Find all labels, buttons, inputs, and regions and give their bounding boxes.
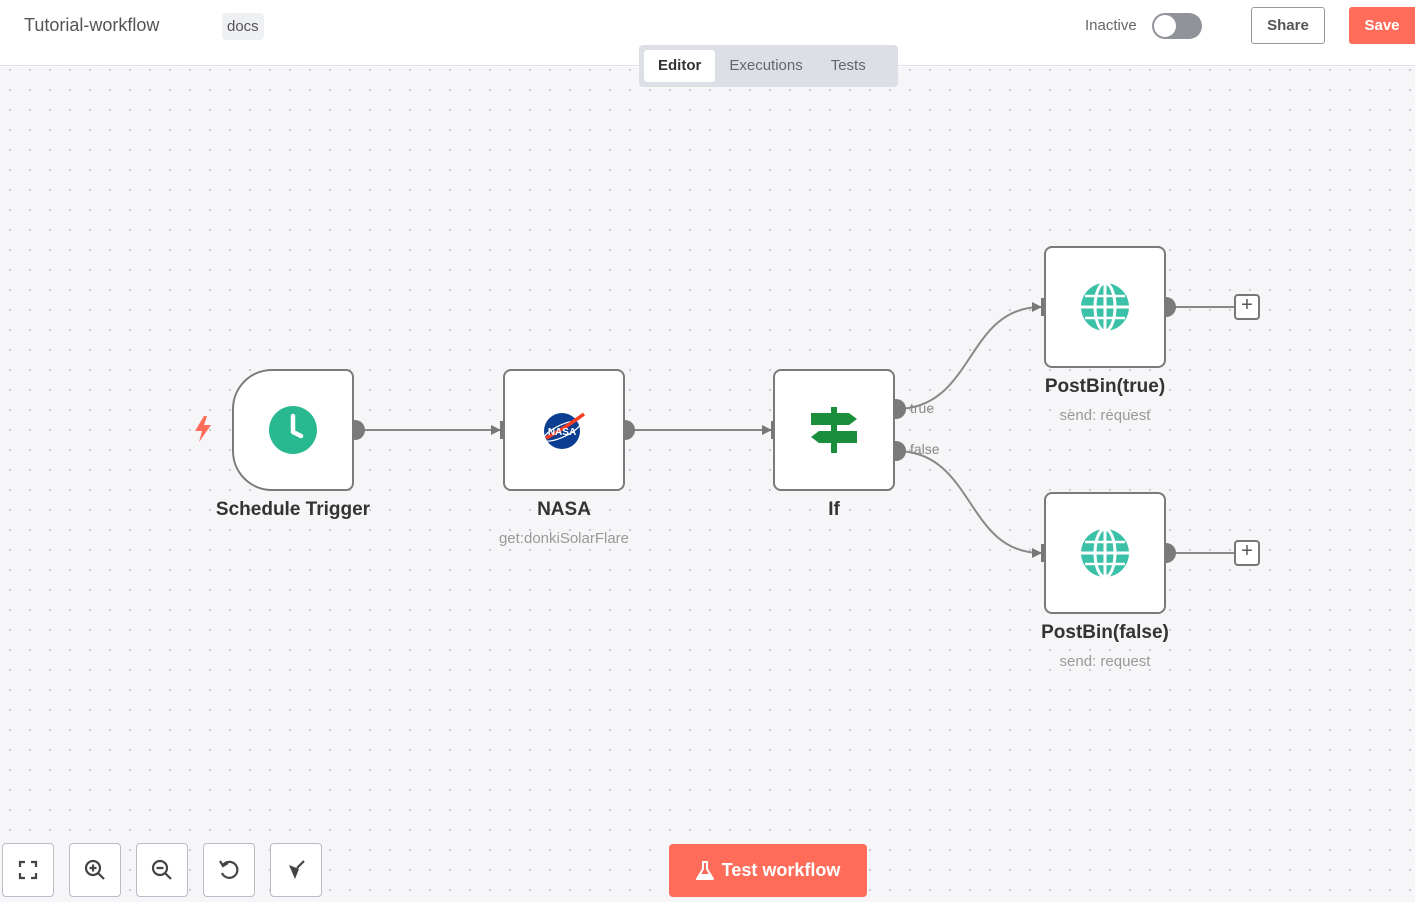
nasa-logo-icon: NASA — [543, 412, 586, 449]
zoom-out-icon — [151, 859, 172, 880]
add-node-button[interactable]: + — [1234, 540, 1260, 566]
node-icon-wrap — [1046, 494, 1164, 612]
signpost-icon — [811, 407, 857, 453]
node-label: Schedule Trigger — [215, 499, 371, 520]
node-label: If — [828, 499, 840, 520]
tidy-up-button[interactable] — [270, 843, 322, 897]
active-toggle[interactable] — [1152, 13, 1202, 39]
toggle-knob — [1154, 15, 1176, 37]
node-subtitle: send: request — [1059, 653, 1151, 670]
clock-icon — [269, 406, 317, 454]
node-schedule-trigger[interactable] — [232, 369, 354, 491]
node-subtitle: send: request — [1059, 407, 1151, 424]
globe-icon — [1081, 527, 1129, 579]
zoom-in-button[interactable] — [69, 843, 121, 897]
tidy-up-icon — [289, 860, 305, 879]
node-icon-wrap — [1046, 248, 1164, 366]
svg-text:NASA: NASA — [548, 427, 576, 438]
workflow-canvas[interactable] — [0, 67, 1415, 902]
tab-tests[interactable]: Tests — [830, 57, 866, 74]
connection-if-true[interactable] — [895, 302, 1042, 410]
fit-view-button[interactable] — [2, 843, 54, 897]
zoom-out-button[interactable] — [136, 843, 188, 897]
save-button[interactable]: Save — [1349, 7, 1415, 44]
zoom-in-icon — [84, 859, 105, 880]
tab-executions[interactable]: Executions — [729, 57, 803, 74]
lightning-bolt-icon — [195, 416, 211, 442]
connection-if-false[interactable] — [895, 450, 1042, 558]
reset-zoom-button[interactable] — [203, 843, 255, 897]
node-icon-wrap — [234, 371, 352, 489]
node-icon-wrap — [775, 371, 893, 489]
add-node-button[interactable]: + — [1234, 294, 1260, 320]
reset-zoom-icon — [219, 860, 239, 879]
node-if[interactable] — [773, 369, 895, 491]
node-postbin-true[interactable] — [1044, 246, 1166, 368]
globe-icon — [1081, 281, 1129, 333]
view-tabs: Editor Executions Tests — [639, 45, 898, 87]
branch-label-false: false — [910, 441, 940, 457]
branch-label-true: true — [910, 400, 935, 416]
node-nasa[interactable]: NASA — [503, 369, 625, 491]
test-workflow-label: Test workflow — [721, 860, 841, 880]
node-subtitle: get:donkiSolarFlare — [498, 530, 630, 547]
node-label: PostBin(false) — [1041, 622, 1169, 643]
active-status-label: Inactive — [1085, 17, 1137, 34]
node-label: NASA — [537, 499, 591, 520]
node-label: PostBin(true) — [1044, 376, 1166, 397]
workflow-title[interactable]: Tutorial-workflow — [24, 15, 160, 35]
fit-view-icon — [18, 860, 38, 880]
node-postbin-false[interactable] — [1044, 492, 1166, 614]
flask-icon — [695, 860, 714, 880]
tab-editor[interactable]: Editor — [644, 50, 716, 82]
workflow-tag[interactable]: docs — [222, 13, 264, 40]
share-button[interactable]: Share — [1251, 7, 1325, 44]
test-workflow-button[interactable]: Test workflow — [669, 844, 867, 897]
node-icon-wrap: NASA — [505, 371, 623, 489]
